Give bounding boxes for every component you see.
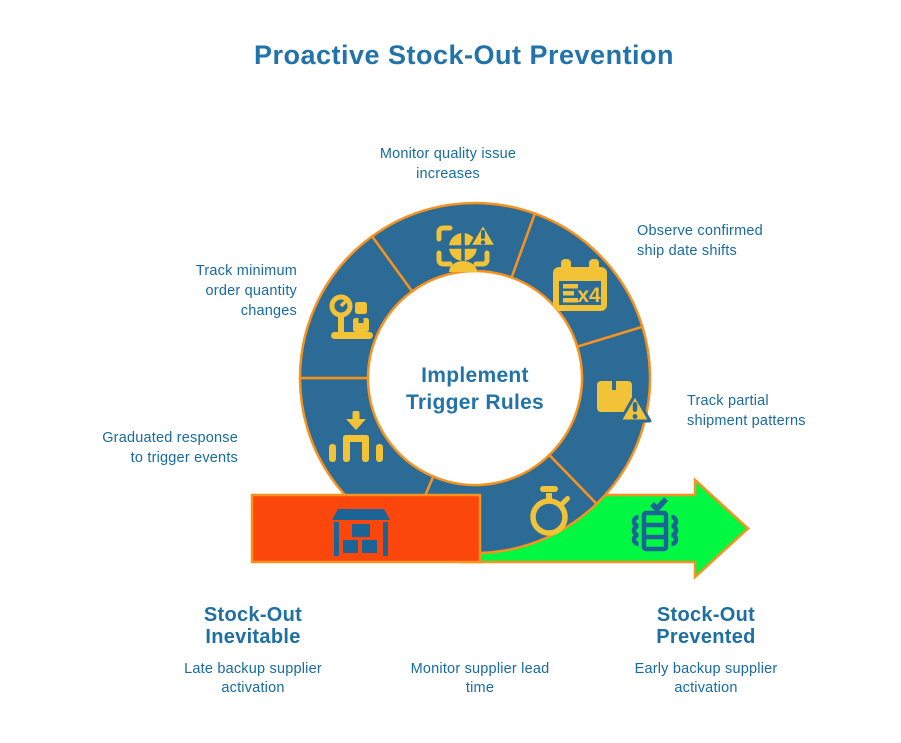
calendar-reschedule-icon: x4 xyxy=(553,259,607,311)
label-line: Trigger Rules xyxy=(405,391,545,414)
label-line: Implement xyxy=(421,364,529,387)
label-line: Monitor quality issue xyxy=(379,146,517,162)
label-line: Track partial xyxy=(687,393,769,409)
label-line: ship date shifts xyxy=(637,243,737,259)
label-line: Graduated response xyxy=(102,430,238,446)
package-alert-icon xyxy=(597,381,652,423)
heading-stock-out-prevented: Stock-Out Prevented xyxy=(606,604,806,648)
warehouse-icon xyxy=(332,509,390,556)
trigger-ring xyxy=(298,201,652,555)
label-partial-shipment: Track partial shipment patterns xyxy=(687,391,887,431)
weighing-scale-icon xyxy=(329,294,373,339)
label-line: Monitor supplier lead xyxy=(410,661,550,677)
label-line: Stock-Out xyxy=(656,604,756,626)
label-late-backup-activation: Late backup supplier activation xyxy=(143,660,363,698)
label-line: activation xyxy=(674,680,738,696)
label-line: time xyxy=(465,680,495,696)
calendar-badge-text: x4 xyxy=(577,284,601,307)
label-line: Stock-Out xyxy=(203,604,303,626)
inventory-check-icon xyxy=(631,497,679,552)
graduated-response-icon xyxy=(329,411,383,462)
label-line: changes xyxy=(240,303,297,319)
label-line: Late backup supplier xyxy=(184,661,322,677)
ring-center-label: Implement Trigger Rules xyxy=(365,362,585,416)
label-line: to trigger events xyxy=(130,450,238,466)
label-early-backup-activation: Early backup supplier activation xyxy=(596,660,816,698)
label-min-order-quantity: Track minimum order quantity changes xyxy=(117,261,297,321)
label-ship-date-shifts: Observe confirmed ship date shifts xyxy=(637,221,837,261)
globe-quality-alert-icon xyxy=(436,222,498,272)
label-line: order quantity xyxy=(205,283,297,299)
label-line: increases xyxy=(416,166,480,182)
page-title: Proactive Stock-Out Prevention xyxy=(253,40,675,70)
label-line: shipment patterns xyxy=(687,413,806,429)
label-supplier-lead-time: Monitor supplier lead time xyxy=(370,660,590,698)
label-line: Track minimum xyxy=(195,263,297,279)
heading-stock-out-inevitable: Stock-Out Inevitable xyxy=(153,604,353,648)
label-monitor-quality: Monitor quality issue increases xyxy=(328,144,568,184)
stopwatch-icon xyxy=(530,486,570,536)
label-line: activation xyxy=(221,680,285,696)
label-graduated-response: Graduated response to trigger events xyxy=(58,428,238,468)
label-line: Prevented xyxy=(656,626,756,648)
label-line: Observe confirmed xyxy=(637,223,763,239)
label-line: Inevitable xyxy=(205,626,301,648)
label-line: Early backup supplier xyxy=(634,661,778,677)
